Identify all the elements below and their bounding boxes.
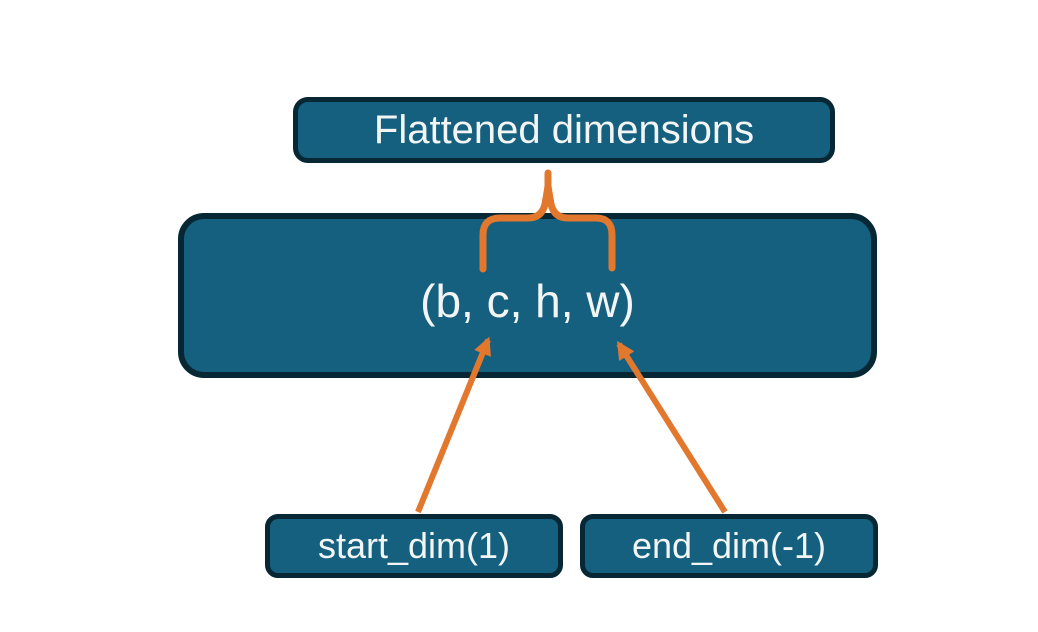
tensor-shape-box: (b, c, h, w) [178,213,877,378]
flattened-dimensions-box: Flattened dimensions [293,97,835,163]
start-dim-label: start_dim(1) [317,525,511,566]
end-dim-label: end_dim(-1) [631,525,827,566]
flattened-dimensions-label: Flattened dimensions [373,107,755,152]
tensor-shape-label: (b, c, h, w) [420,274,635,327]
end-dim-box: end_dim(-1) [580,514,878,578]
start-dim-box: start_dim(1) [265,514,563,578]
